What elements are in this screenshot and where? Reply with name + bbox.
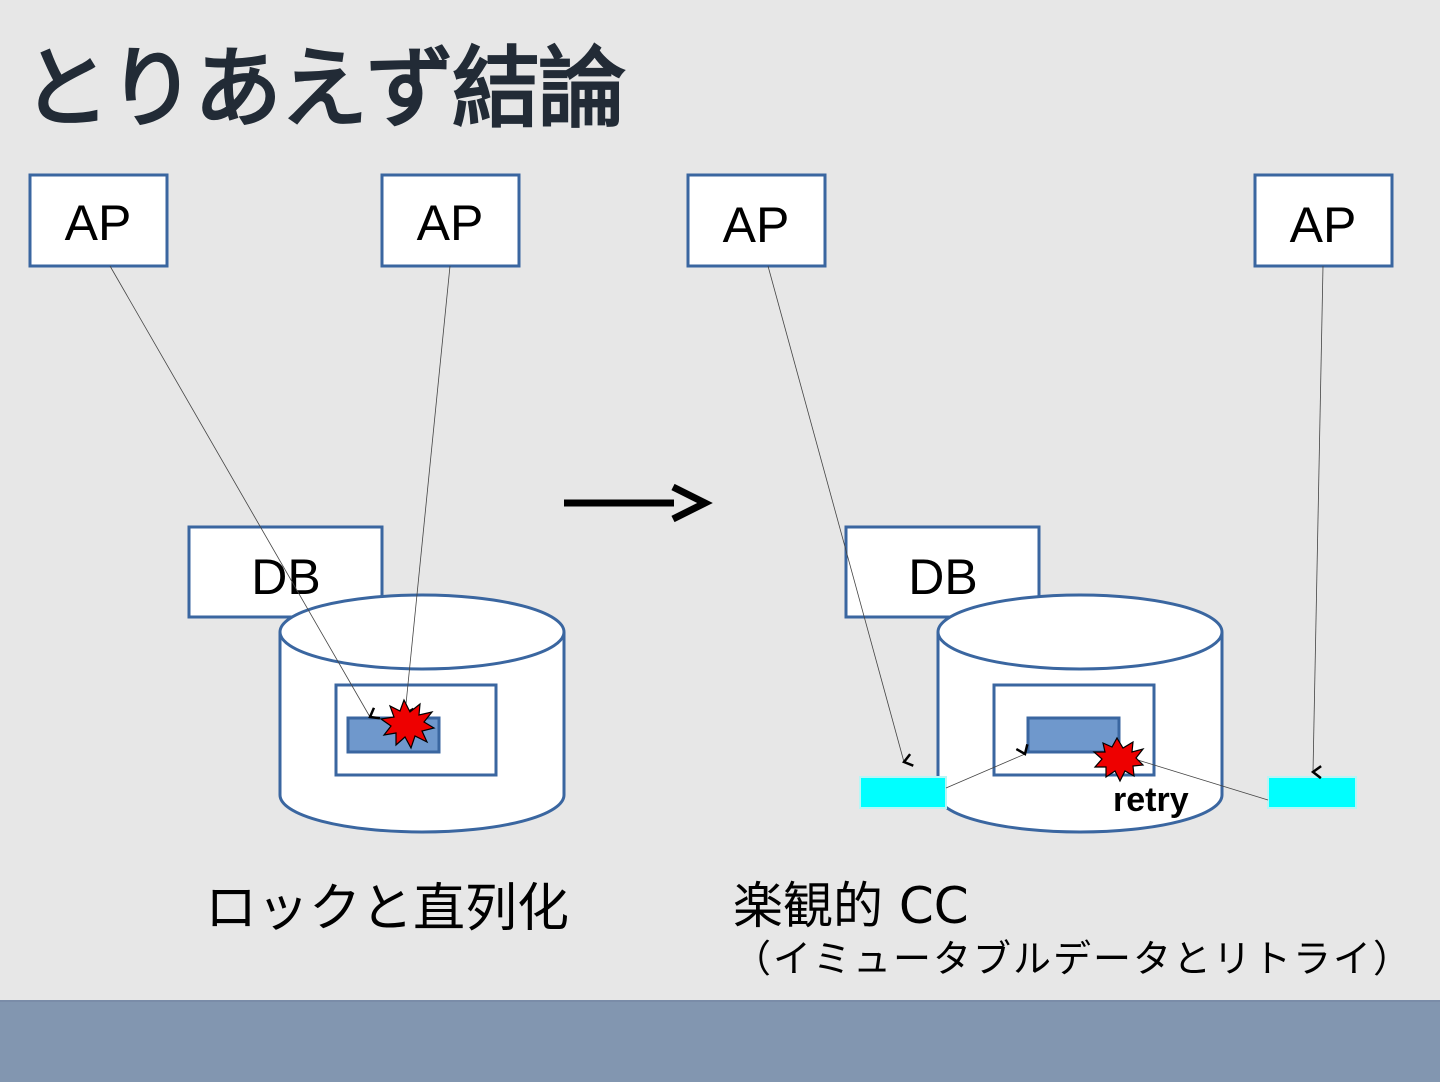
- left-ap-box-1: [28, 173, 169, 268]
- right-ap-label-1: AP: [723, 197, 790, 253]
- left-ap2-write-arrow: [405, 265, 451, 714]
- left-ap-label-2: AP: [417, 195, 484, 251]
- right-subcaption: （イミュータブルデータとリトライ）: [733, 937, 1414, 981]
- right-ap1-copy-arrow: [767, 265, 904, 762]
- left-ap-box-2: [380, 173, 521, 268]
- left-ap1-write-arrow: [109, 265, 370, 717]
- right-arrow-icon: [564, 483, 713, 523]
- footer-bar: [0, 1000, 1440, 1082]
- left-caption: ロックと直列化: [205, 879, 570, 939]
- right-ap-label-2: AP: [1290, 197, 1357, 253]
- left-collision-icon: [379, 698, 436, 750]
- right-db-label: DB: [908, 549, 977, 605]
- right-ap-box-2: [1253, 173, 1394, 268]
- left-ap-label-1: AP: [65, 195, 132, 251]
- slide-title: とりあえず結論: [22, 37, 626, 140]
- right-collision-icon: [1092, 736, 1145, 783]
- diagram-canvas: AP AP DB AP AP DB: [28, 173, 1394, 834]
- retry-label: retry: [1113, 781, 1189, 819]
- right-copy1-commit-arrow: [945, 754, 1025, 789]
- right-diagram: AP AP DB retry: [686, 173, 1394, 834]
- right-immutable-copy-2: [1267, 776, 1357, 809]
- right-immutable-copy-1: [859, 776, 947, 809]
- right-ap2-copy-arrow: [1313, 265, 1324, 772]
- right-ap-box-1: [686, 173, 827, 268]
- left-diagram: AP AP DB: [28, 173, 566, 834]
- left-db-label: DB: [251, 549, 320, 605]
- right-copy2-commit-line: [1127, 756, 1269, 801]
- right-caption: 楽観的 CC: [733, 877, 969, 935]
